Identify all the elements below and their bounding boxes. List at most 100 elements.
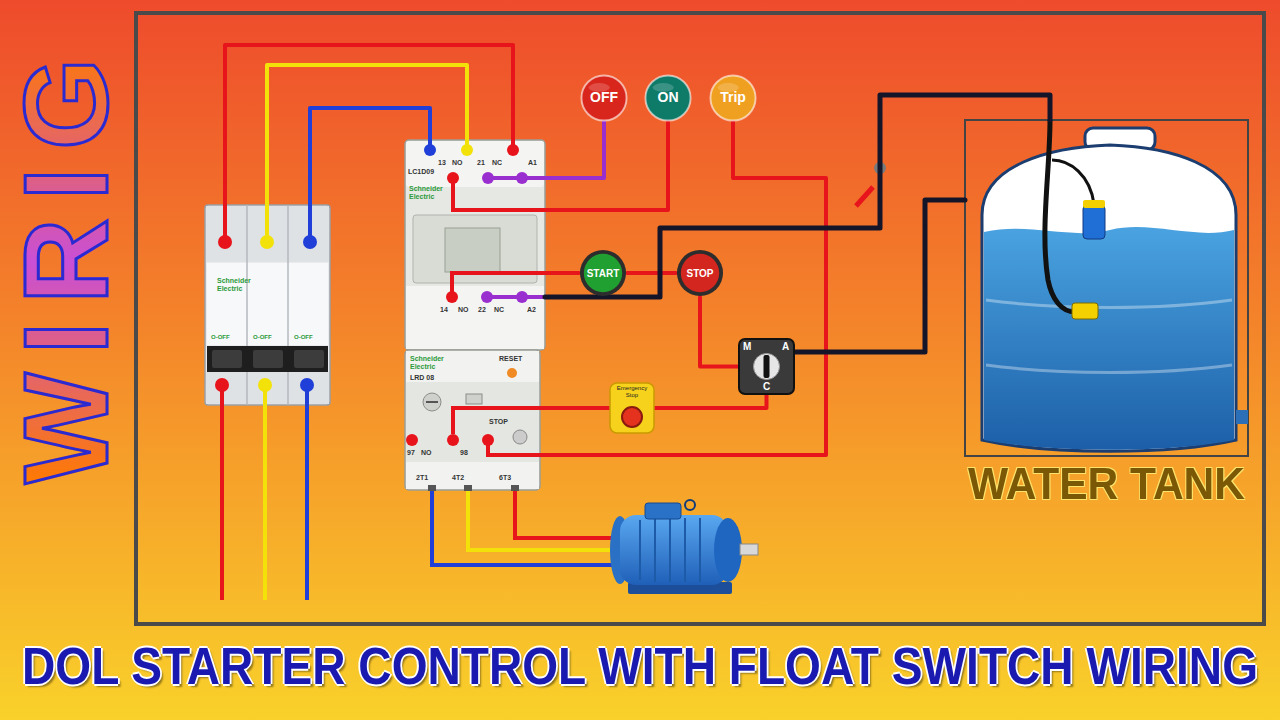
button-label: STOP — [686, 268, 713, 279]
overload-relay-body — [513, 430, 527, 444]
terminal-label: 97 — [407, 449, 415, 457]
wire — [627, 271, 676, 275]
circuit-breaker-body — [212, 350, 242, 368]
terminal-label: 22 — [478, 306, 486, 314]
wire — [540, 122, 826, 455]
terminal-label: NO — [421, 449, 432, 457]
terminal-label: 21 — [477, 159, 485, 167]
push-button: START — [579, 249, 627, 297]
contactor-terminals — [516, 291, 528, 303]
water-tank-art — [1083, 205, 1105, 239]
contactor-terminals — [452, 273, 545, 297]
indicator-lamp-shape — [710, 75, 755, 120]
terminal-label: 6T3 — [499, 474, 511, 482]
selector-switch: MAC — [738, 338, 795, 395]
brand-logo: Schneider Electric — [409, 185, 447, 200]
motor-wires — [515, 491, 618, 538]
terminal-label: 14 — [440, 306, 448, 314]
push-button-shape — [584, 254, 622, 292]
emergency-stop-shape — [610, 383, 654, 433]
contactor-terminals — [481, 291, 493, 303]
breaker-terminals — [218, 235, 232, 249]
terminal-label: NC — [492, 159, 502, 167]
circuit-breaker-body — [205, 205, 330, 405]
overload-relay-body — [406, 351, 539, 382]
push-button-shape — [681, 254, 719, 292]
wire — [540, 406, 609, 410]
overload-terminals — [406, 408, 540, 455]
overload-terminals — [482, 434, 494, 446]
contactor-terminals — [507, 144, 519, 156]
contactor: LC1D09Schneider Electric — [405, 140, 545, 350]
vertical-heading: WIRIG — [7, 40, 125, 484]
indicator-lamp-shape — [645, 75, 690, 120]
water-tank-art — [1083, 200, 1105, 208]
water-tank-art — [984, 227, 1234, 450]
brand-logo: Schneider Electric — [217, 277, 261, 292]
overload-relay-body — [464, 485, 472, 491]
contactor-body — [445, 228, 500, 272]
supply-wires — [305, 390, 309, 600]
overload-relay-body — [466, 394, 482, 404]
switch-position: A — [782, 341, 789, 352]
contactor-body — [406, 141, 544, 187]
selector-switch-shape — [764, 355, 770, 378]
frame — [136, 13, 1264, 624]
motor — [645, 503, 681, 519]
lamp-label: Trip — [720, 90, 746, 105]
motor — [620, 515, 728, 585]
circuit-breaker-body — [246, 205, 248, 405]
contactor-terminals — [424, 144, 436, 156]
model-number: LC1D09 — [408, 168, 434, 176]
wire — [795, 200, 965, 352]
indicator-lamp-text-area: ON — [644, 74, 692, 122]
motor — [714, 518, 742, 582]
water-tank-art — [986, 365, 1232, 373]
terminal-label: NO — [458, 306, 469, 314]
overload-terminals — [406, 434, 418, 446]
motor — [610, 500, 758, 594]
switch-position: C — [763, 381, 770, 392]
selector-switch-shape — [739, 339, 794, 394]
breaker-terminals — [260, 235, 274, 249]
contactor-body — [405, 140, 545, 350]
contactor-terminals — [516, 172, 528, 184]
water-tank-art — [1052, 160, 1094, 204]
contactor-body — [405, 140, 545, 350]
motor-wires — [432, 491, 618, 565]
push-button-text-area: START — [579, 249, 627, 297]
title-banner: DOL STARTER CONTROL WITH FLOAT SWITCH WI… — [22, 638, 1258, 695]
motor — [684, 518, 686, 582]
water-tank: WATER TANK — [965, 120, 1248, 525]
push-button-shape — [677, 250, 723, 296]
water-tank-art — [965, 120, 1248, 456]
contactor-body — [406, 286, 544, 349]
circuit-breaker-body — [287, 205, 289, 405]
wire — [545, 271, 579, 275]
circuit-breaker-body — [205, 205, 330, 405]
supply-wires — [263, 390, 267, 600]
supply-wires — [222, 390, 307, 600]
terminal-label: 2T1 — [416, 474, 428, 482]
terminal-label: A1 — [528, 159, 537, 167]
contactor-terminals — [424, 140, 545, 303]
wire — [267, 65, 467, 205]
overload-relay: Schneider ElectricLRD 08 — [405, 350, 540, 490]
overload-relay-body — [405, 350, 540, 490]
circuit-breaker-body — [253, 350, 283, 368]
emergency-stop: Emergency Stop — [609, 382, 655, 434]
terminal-label: 13 — [438, 159, 446, 167]
overload-terminals — [453, 408, 540, 434]
circuit-breaker-body — [206, 206, 329, 262]
wire — [225, 45, 513, 205]
water-tank-art — [982, 145, 1236, 451]
overload-relay-body — [511, 485, 519, 491]
motor — [740, 544, 758, 555]
motor — [699, 518, 701, 582]
button-label: RESET — [499, 355, 522, 363]
indicator-lamp-text-area: OFF — [580, 74, 628, 122]
switch-marking: O-OFF — [294, 334, 313, 341]
push-button-text-area: STOP — [676, 249, 724, 297]
overload-relay-body — [428, 485, 436, 491]
